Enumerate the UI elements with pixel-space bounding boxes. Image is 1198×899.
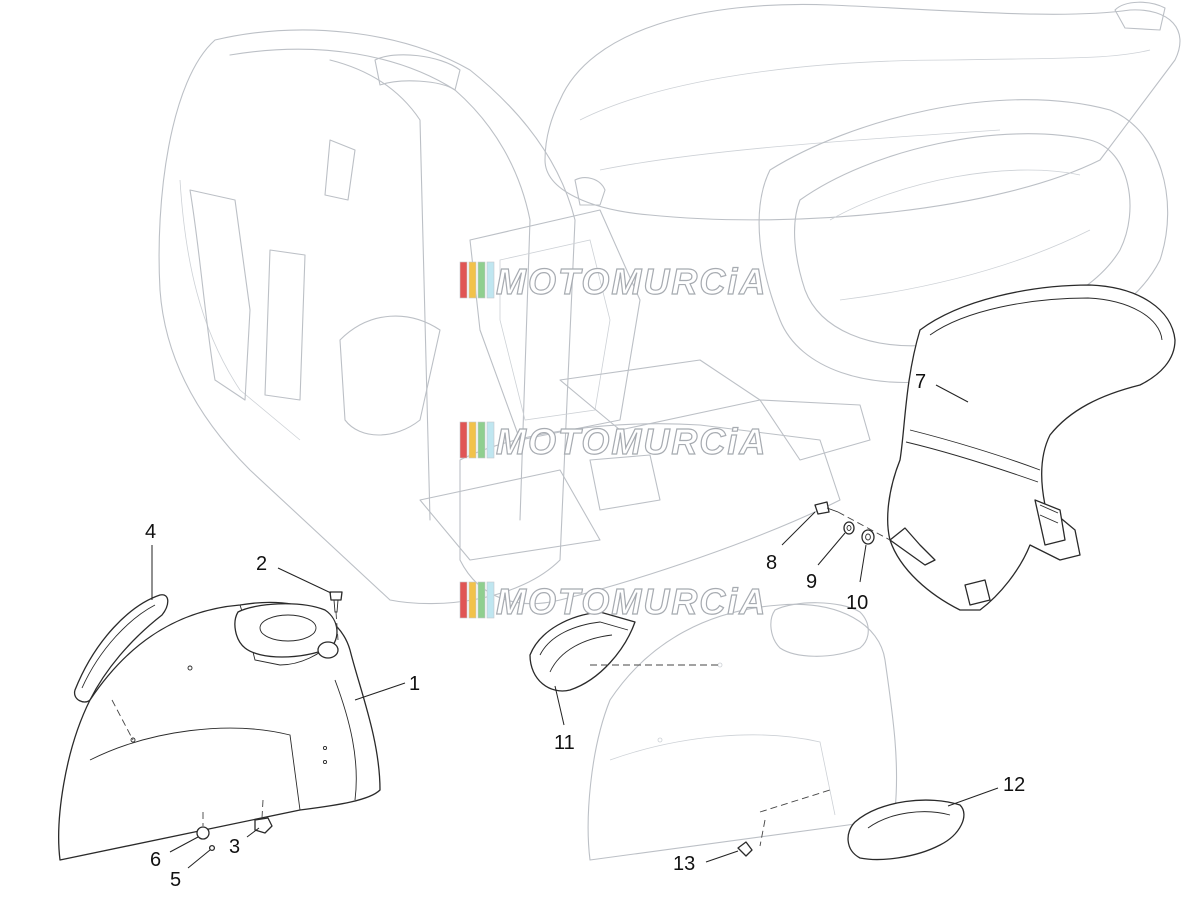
callout-label: 10 [846, 592, 868, 614]
watermark-logo: MOTOMURCiA [459, 580, 767, 623]
part-13-clip [737, 841, 753, 857]
part-1-front-fender [58, 601, 381, 861]
callout-7: 7 [915, 371, 969, 403]
callout-2: 2 [256, 553, 332, 594]
callout-1: 1 [354, 673, 420, 701]
part-12-duct [847, 799, 965, 861]
callout-label: 12 [1003, 774, 1025, 796]
callout-label: 7 [915, 371, 926, 393]
part-4-front-trim [73, 594, 169, 703]
watermark-text: MOTOMURCiA [496, 261, 767, 302]
callout-label: 1 [409, 673, 420, 695]
part-9-washer [843, 521, 855, 535]
callout-4: 4 [145, 521, 156, 600]
part-7-rear-mudguard [887, 284, 1176, 611]
callout-3: 3 [229, 827, 260, 858]
callout-11: 11 [554, 685, 575, 754]
part-5-pin [208, 844, 216, 852]
part-6-cap [196, 826, 210, 840]
callout-label: 8 [766, 552, 777, 574]
callout-label: 9 [806, 571, 817, 593]
callout-13: 13 [673, 850, 739, 875]
part-3-clip [254, 817, 273, 834]
watermark-logo: MOTOMURCiA [459, 260, 767, 303]
watermark-text: MOTOMURCiA [496, 421, 767, 462]
callout-label: 11 [554, 732, 575, 754]
callout-12: 12 [947, 774, 1025, 807]
watermark-text: MOTOMURCiA [496, 581, 767, 622]
callout-label: 2 [256, 553, 267, 575]
part-10-washer [861, 529, 875, 545]
part-8-screw [814, 501, 839, 515]
assembly-lines [111, 511, 891, 847]
callout-9: 9 [806, 532, 846, 593]
callout-6: 6 [150, 836, 199, 871]
callout-label: 13 [673, 853, 695, 875]
callout-8: 8 [766, 511, 816, 574]
callout-label: 4 [145, 521, 156, 543]
callout-10: 10 [846, 544, 868, 614]
callout-label: 3 [229, 836, 240, 858]
callout-5: 5 [170, 849, 211, 891]
callout-label: 5 [170, 869, 181, 891]
part-2-screw [329, 591, 343, 613]
watermark-logo: MOTOMURCiA [459, 420, 767, 463]
scooter-body-outline [158, 1, 1181, 605]
part-11-duct [529, 611, 636, 692]
fender-ghost-reference [587, 602, 898, 861]
callout-label: 6 [150, 849, 161, 871]
